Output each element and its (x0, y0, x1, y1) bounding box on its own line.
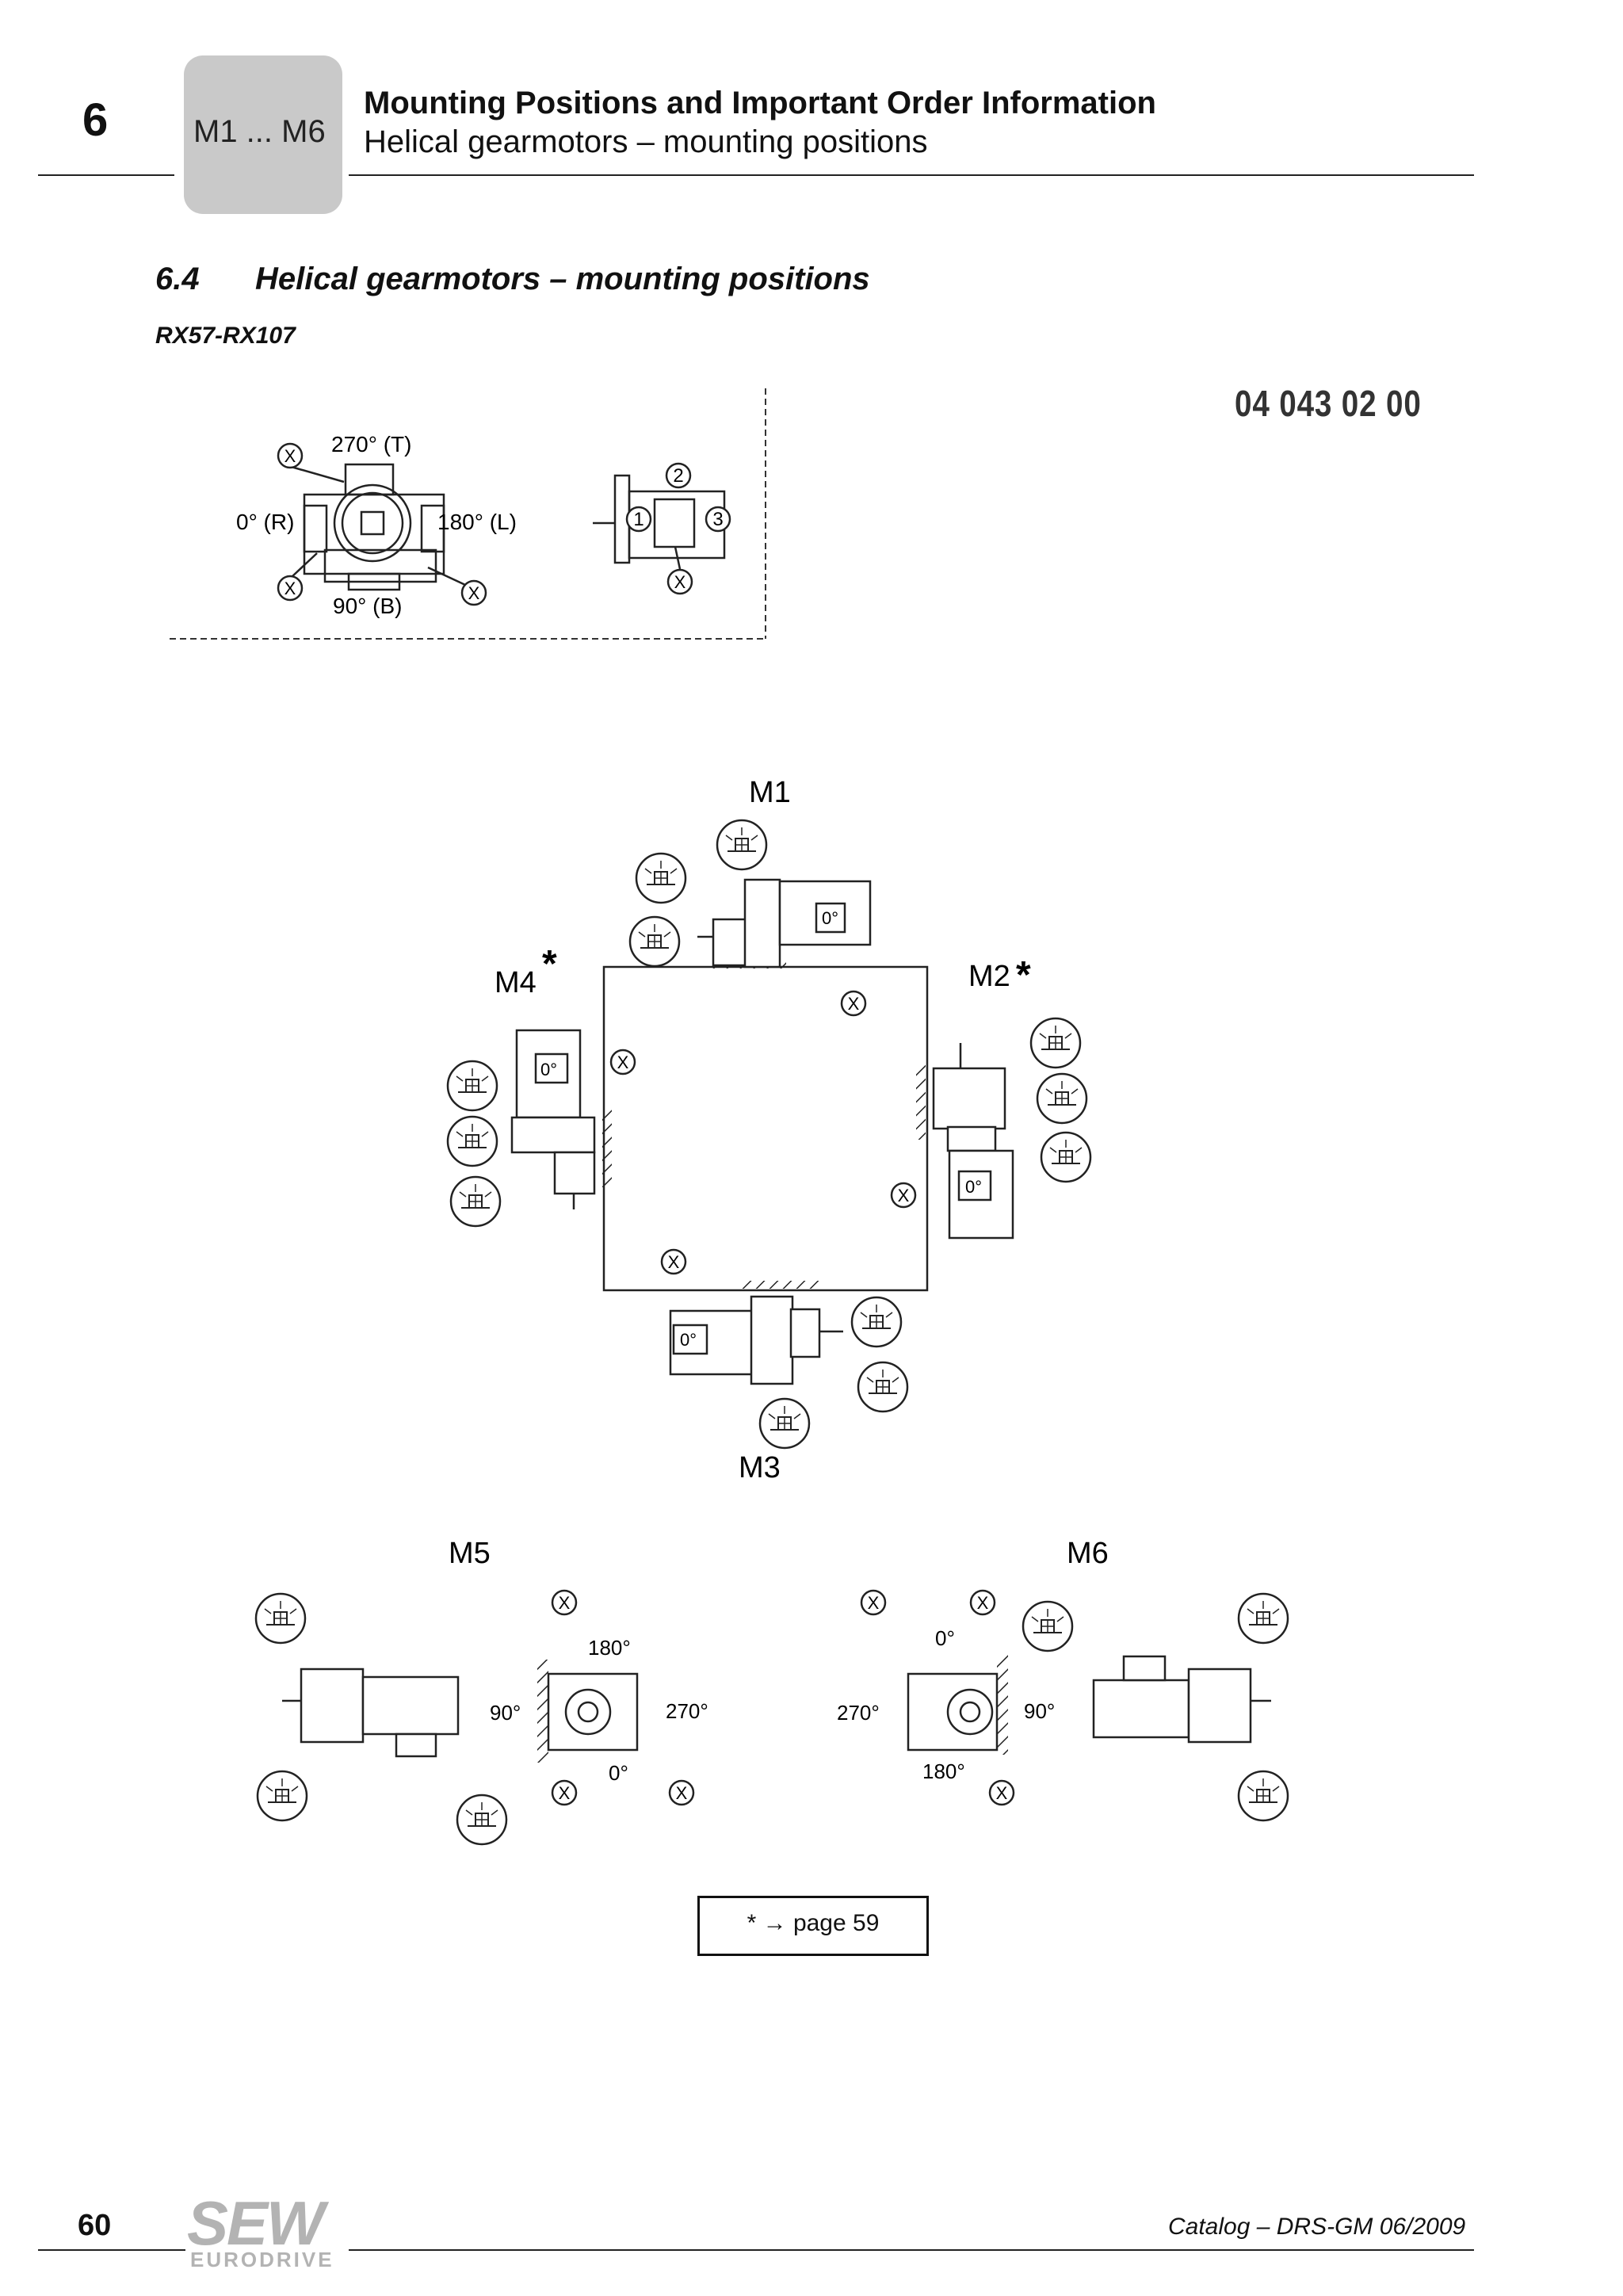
section-number: 6.4 (155, 262, 200, 296)
chapter-tab-label: M1 ... M6 (193, 114, 326, 149)
legend-x-mark-4 (666, 568, 693, 595)
header-rule-right (349, 174, 1474, 176)
m5-lube-icon-end (456, 1794, 508, 1846)
m3-lube-icon-lower (857, 1361, 909, 1413)
m6-angle-bottom: 180° (922, 1759, 965, 1783)
m6-x-mark-bottom (988, 1779, 1015, 1806)
cable-entry-3: 3 (705, 506, 731, 533)
m6-lube-icon-top (1237, 1592, 1289, 1645)
m4-lube-icon-mid (446, 1115, 498, 1167)
header-rule-left (38, 174, 174, 176)
legend-terminal-view (288, 463, 476, 591)
m6-angle-left: 270° (837, 1701, 880, 1725)
cable-entry-2: 2 (665, 462, 692, 489)
m4-gearmotor (510, 1029, 612, 1209)
m2-lube-icon-low (1040, 1131, 1092, 1183)
m2-label: M2 (968, 960, 1010, 993)
m3-gearmotor (669, 1281, 843, 1385)
mounting-square (602, 965, 929, 1292)
legend-90-label: 90° (B) (333, 594, 402, 618)
m4-lube-icon-top (446, 1060, 498, 1112)
m5-gearmotor-side (282, 1668, 460, 1758)
legend-cable-view (593, 474, 726, 570)
m2-asterisk: * (1016, 954, 1031, 996)
m3-x-mark (660, 1248, 687, 1275)
catalog-reference: Catalog – DRS-GM 06/2009 (1168, 2214, 1466, 2240)
svg-text:1: 1 (633, 509, 643, 530)
legend-270-label: 270° (T) (331, 432, 411, 457)
m1-lube-icon-top (716, 819, 768, 871)
m1-x-mark (840, 990, 867, 1017)
m3-label: M3 (739, 1451, 781, 1484)
m6-gearmotor-end (907, 1655, 1008, 1755)
footer-rule-right (349, 2249, 1474, 2251)
m5-angle-left: 90° (490, 1701, 521, 1725)
chapter-tab (184, 55, 342, 214)
m3-lube-icon-bottom (758, 1397, 811, 1450)
m5-x-mark-bottom-right (668, 1779, 695, 1806)
m5-lube-icon-bottom (256, 1770, 308, 1822)
m5-x-mark-top (551, 1589, 578, 1616)
svg-text:3: 3 (712, 509, 723, 530)
eurodrive-logo: EURODRIVE (190, 2248, 334, 2271)
cable-entry-1: 1 (625, 506, 652, 533)
legend-180-label: 180° (L) (437, 510, 517, 534)
svg-text:2: 2 (673, 465, 683, 487)
m1-label: M1 (749, 776, 791, 809)
m4-label: M4 (495, 966, 537, 999)
legend-x-mark-3 (460, 579, 487, 606)
legend-0-label: 0° (R) (236, 510, 294, 534)
m3-lube-icon-right (850, 1296, 903, 1348)
m6-label: M6 (1067, 1537, 1109, 1570)
m2-gearmotor (916, 1043, 1014, 1240)
m1-motor-angle: 0° (822, 908, 838, 928)
m2-lube-icon-mid (1036, 1072, 1088, 1125)
reference-note: * → page 59 (747, 1910, 880, 1936)
m6-angle-top: 0° (935, 1626, 955, 1650)
m5-gearmotor-end (537, 1660, 639, 1763)
legend-x-mark-2 (277, 575, 304, 602)
model-range: RX57-RX107 (155, 323, 296, 349)
m6-lube-icon-end (1022, 1600, 1074, 1652)
m6-gearmotor-side (1092, 1655, 1271, 1744)
m5-x-mark-bottom-left (551, 1779, 578, 1806)
header-subtitle: Helical gearmotors – mounting positions (364, 124, 928, 159)
m5-angle-right: 270° (666, 1699, 708, 1723)
m5-lube-icon-top (254, 1592, 307, 1645)
m2-lube-icon-top (1029, 1017, 1082, 1069)
m1-gearmotor (697, 878, 872, 968)
m5-angle-bottom: 0° (609, 1761, 628, 1785)
section-title: Helical gearmotors – mounting positions (255, 262, 870, 296)
legend-frame (170, 388, 766, 640)
m6-x-mark-top-right (969, 1589, 996, 1616)
m2-x-mark (890, 1182, 917, 1209)
m6-x-mark-top-left (860, 1589, 887, 1616)
m1-lube-icon-left (635, 852, 687, 904)
m5-label: M5 (449, 1537, 491, 1570)
drawing-number: 04 043 02 00 (1235, 383, 1422, 424)
chapter-number: 6 (82, 94, 109, 146)
legend-x-mark-1 (277, 442, 304, 469)
m1-lube-icon-lower (628, 915, 681, 968)
footer-rule-left (38, 2249, 185, 2251)
m6-lube-icon-bottom (1237, 1770, 1289, 1822)
m5-angle-top: 180° (588, 1636, 631, 1660)
m6-angle-right: 90° (1024, 1699, 1055, 1723)
m4-motor-angle: 0° (540, 1060, 557, 1079)
page-number: 60 (78, 2209, 112, 2242)
m4-asterisk: * (542, 943, 557, 985)
m4-lube-icon-low (449, 1175, 502, 1228)
m3-motor-angle: 0° (680, 1330, 697, 1350)
sew-logo: SEW (187, 2188, 325, 2258)
m4-x-mark (609, 1049, 636, 1075)
reference-box (697, 1896, 929, 1956)
header-title: Mounting Positions and Important Order I… (364, 86, 1156, 120)
m2-motor-angle: 0° (965, 1177, 982, 1197)
